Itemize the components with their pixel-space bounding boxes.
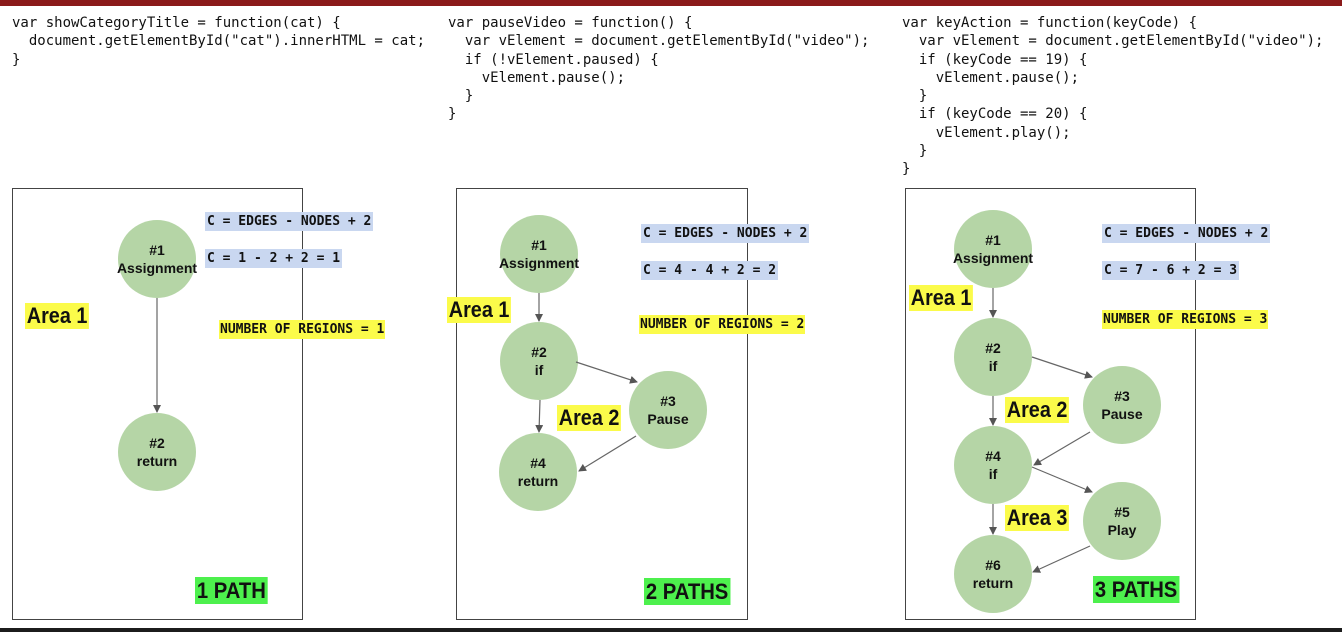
- node-label: return: [517, 473, 559, 489]
- code-line: }: [448, 106, 457, 123]
- node-number: #6: [985, 557, 1001, 573]
- node-label: return: [972, 575, 1014, 591]
- node-assignment: #1 Assignment: [952, 210, 1034, 288]
- node-number: #1: [531, 237, 547, 253]
- node-if: #2 if: [954, 318, 1032, 396]
- node-return: #2 return: [118, 413, 196, 491]
- code-line: var pauseVideo = function() {: [448, 15, 693, 31]
- code-line: }: [12, 51, 21, 68]
- edge-arrow: [1031, 356, 1093, 379]
- node-number: #2: [149, 435, 165, 451]
- regions-count: NUMBER OF REGIONS = 3: [1102, 310, 1269, 329]
- code-line: if (keyCode == 20) {: [902, 106, 1088, 123]
- node-label: if: [534, 362, 544, 378]
- complexity-calculation: C = 1 - 2 + 2 = 1: [205, 249, 343, 268]
- node-if: #2 if: [500, 322, 578, 400]
- code-line: var vElement = document.getElementById("…: [448, 33, 870, 50]
- paths-label: 3 PATHS: [1093, 576, 1180, 603]
- code-line: var showCategoryTitle = function(cat) {: [12, 15, 341, 31]
- complexity-formula: C = EDGES - NODES + 2: [641, 224, 810, 243]
- node-number: #4: [985, 448, 1001, 464]
- node-play: #5 Play: [1083, 482, 1161, 560]
- area-label-1: Area 1: [909, 285, 974, 311]
- node-number: #1: [149, 242, 165, 258]
- graph-box-3: [905, 188, 1196, 620]
- node-number: #5: [1114, 504, 1130, 520]
- node-number: #4: [530, 455, 546, 471]
- code-line: }: [902, 88, 928, 105]
- node-pause: #3 Pause: [1083, 366, 1161, 444]
- edge-arrow: [575, 361, 638, 384]
- node-number: #1: [985, 232, 1001, 248]
- graph-box-1: [12, 188, 303, 620]
- top-accent-bar: [0, 0, 1342, 6]
- node-label: return: [136, 453, 178, 469]
- complexity-calculation: C = 4 - 4 + 2 = 2: [641, 261, 779, 280]
- node-number: #2: [985, 340, 1001, 356]
- area-label-1: Area 1: [25, 303, 90, 329]
- complexity-formula: C = EDGES - NODES + 2: [205, 212, 374, 231]
- regions-count: NUMBER OF REGIONS = 2: [639, 315, 806, 334]
- area-label-2: Area 2: [557, 405, 622, 431]
- node-label: if: [988, 466, 998, 482]
- node-label: Assignment: [116, 260, 198, 276]
- node-label: Pause: [647, 411, 689, 427]
- code-line: vElement.pause();: [902, 69, 1080, 86]
- node-label: if: [988, 358, 998, 374]
- area-label-1: Area 1: [447, 297, 512, 323]
- code-line: }: [902, 143, 928, 160]
- code-line: var vElement = document.getElementById("…: [902, 33, 1324, 50]
- regions-count: NUMBER OF REGIONS = 1: [219, 320, 386, 339]
- node-return: #6 return: [954, 535, 1032, 613]
- complexity-calculation: C = 7 - 6 + 2 = 3: [1102, 261, 1240, 280]
- code-line: }: [902, 161, 911, 178]
- complexity-formula: C = EDGES - NODES + 2: [1102, 224, 1271, 243]
- node-number: #3: [1114, 388, 1130, 404]
- code-line: vElement.pause();: [448, 69, 626, 86]
- node-number: #2: [531, 344, 547, 360]
- node-return: #4 return: [499, 433, 577, 511]
- code-line: }: [448, 88, 474, 105]
- code-line: vElement.play();: [902, 124, 1071, 141]
- code-line: if (keyCode == 19) {: [902, 51, 1088, 68]
- edge-arrow: [1033, 431, 1091, 466]
- node-label: Play: [1107, 522, 1137, 538]
- edge-arrow: [578, 435, 637, 472]
- code-line: var keyAction = function(keyCode) {: [902, 15, 1198, 31]
- edge-arrow: [1031, 466, 1093, 493]
- graph-box-2: [456, 188, 748, 620]
- node-number: #3: [660, 393, 676, 409]
- bottom-bar: [0, 628, 1342, 632]
- edge-arrow: [535, 399, 544, 433]
- node-pause: #3 Pause: [629, 371, 707, 449]
- code-block-2: var pauseVideo = function() { var vEleme…: [448, 14, 869, 124]
- code-line: document.getElementById("cat").innerHTML…: [12, 33, 426, 50]
- paths-label: 2 PATHS: [644, 578, 731, 605]
- code-line: if (!vElement.paused) {: [448, 51, 659, 68]
- area-label-2: Area 2: [1005, 397, 1070, 423]
- area-label-3: Area 3: [1005, 505, 1070, 531]
- paths-label: 1 PATH: [195, 577, 268, 604]
- code-block-3: var keyAction = function(keyCode) { var …: [902, 14, 1323, 179]
- node-label: Assignment: [498, 255, 580, 271]
- edge-arrow: [1032, 545, 1091, 573]
- node-if: #4 if: [954, 426, 1032, 504]
- code-block-1: var showCategoryTitle = function(cat) { …: [12, 14, 425, 69]
- node-assignment: #1 Assignment: [116, 220, 198, 298]
- node-label: Assignment: [952, 250, 1034, 266]
- node-assignment: #1 Assignment: [498, 215, 580, 293]
- node-label: Pause: [1101, 406, 1143, 422]
